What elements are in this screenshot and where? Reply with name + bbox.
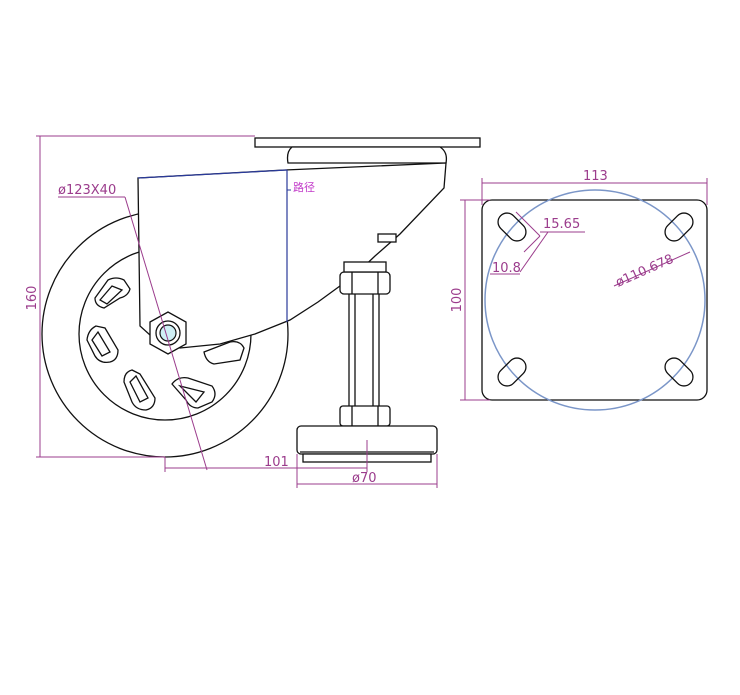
dim-height-total: 160: [25, 286, 40, 311]
upper-collar: [343, 261, 387, 273]
bolt-circle: [484, 189, 706, 411]
top-view-plate: [481, 189, 708, 411]
slot-bottom-left: [497, 357, 527, 387]
dim-plate-height: 100: [450, 288, 465, 313]
top-mounting-plate: [254, 137, 481, 148]
path-line-top: [137, 169, 288, 179]
dim-slot-length: 15.65: [543, 217, 580, 232]
mounting-slots: [497, 212, 694, 387]
mounting-plate-outline: [481, 199, 708, 401]
leveling-threaded-stem: [348, 291, 380, 409]
dim-wheel-diameter: ø123X40: [58, 183, 116, 198]
slot-top-left: [497, 212, 527, 242]
dim-offset: 101: [264, 455, 289, 470]
slot-top-right: [664, 212, 694, 242]
caster-fork: [137, 162, 447, 349]
bracket-tab: [377, 233, 397, 243]
lower-lock-nut: [339, 405, 391, 427]
slot-bottom-right: [664, 357, 694, 387]
dim-pad-diameter: ø70: [352, 471, 377, 486]
path-label: 路径: [293, 181, 315, 194]
dim-plate-width: 113: [583, 169, 608, 184]
wheel-spoke-openings: [86, 277, 245, 411]
dim-slot-width: 10.8: [492, 261, 521, 276]
side-view: [41, 137, 481, 463]
side-dimensions: 160 ø123X40 101 ø70 路径: [25, 135, 438, 488]
upper-lock-nut: [339, 271, 391, 295]
swivel-bearing: [286, 146, 448, 164]
